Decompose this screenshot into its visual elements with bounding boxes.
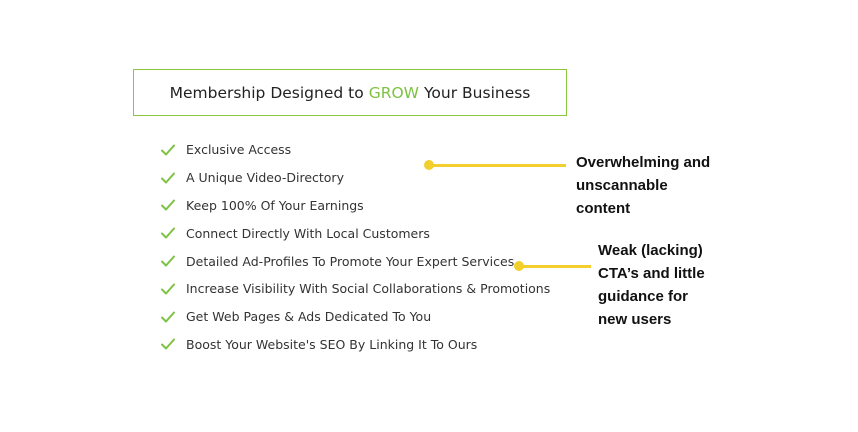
annotation-text-2: Weak (lacking) CTA’s and little guidance… bbox=[598, 239, 705, 331]
title-text-after: Your Business bbox=[424, 83, 531, 102]
feature-label: Keep 100% Of Your Earnings bbox=[186, 197, 364, 213]
feature-list: Exclusive Access A Unique Video-Director… bbox=[160, 136, 550, 358]
feature-item: Boost Your Website's SEO By Linking It T… bbox=[160, 331, 550, 359]
check-icon bbox=[161, 283, 175, 295]
feature-label: Exclusive Access bbox=[186, 142, 292, 158]
membership-title-box: Membership Designed to GROW Your Busines… bbox=[133, 69, 567, 116]
title-text-before: Membership Designed to bbox=[169, 83, 364, 102]
feature-label: Detailed Ad-Profiles To Promote Your Exp… bbox=[186, 253, 515, 269]
annotation-2-line: guidance for bbox=[598, 288, 689, 305]
annotation-text-1: Overwhelming and unscannable content bbox=[576, 151, 710, 220]
annotation-2-line: CTA’s and little bbox=[598, 265, 705, 282]
annotation-2-line: Weak (lacking) bbox=[598, 242, 703, 259]
check-icon bbox=[161, 338, 175, 350]
feature-item: Increase Visibility With Social Collabor… bbox=[160, 275, 550, 303]
feature-item: A Unique Video-Directory bbox=[160, 164, 550, 192]
check-icon bbox=[161, 311, 175, 323]
feature-label: Increase Visibility With Social Collabor… bbox=[186, 281, 551, 297]
feature-label: A Unique Video-Directory bbox=[186, 170, 344, 186]
feature-label: Get Web Pages & Ads Dedicated To You bbox=[186, 309, 432, 325]
check-icon bbox=[161, 227, 175, 239]
feature-item: Detailed Ad-Profiles To Promote Your Exp… bbox=[160, 247, 550, 275]
annotation-1-line: unscannable bbox=[576, 177, 668, 194]
feature-label: Boost Your Website's SEO By Linking It T… bbox=[186, 336, 478, 352]
title-highlight-grow: GROW bbox=[368, 83, 420, 102]
check-icon bbox=[161, 255, 175, 267]
annotation-line-2 bbox=[519, 264, 591, 268]
feature-item: Exclusive Access bbox=[160, 136, 550, 164]
feature-item: Keep 100% Of Your Earnings bbox=[160, 192, 550, 220]
check-icon bbox=[161, 144, 175, 156]
check-icon bbox=[161, 172, 175, 184]
annotation-1-line: content bbox=[576, 200, 631, 217]
annotation-line-1 bbox=[429, 163, 566, 167]
check-icon bbox=[161, 199, 175, 211]
feature-item: Connect Directly With Local Customers bbox=[160, 219, 550, 247]
annotation-2-line: new users bbox=[598, 311, 672, 328]
feature-item: Get Web Pages & Ads Dedicated To You bbox=[160, 303, 550, 331]
feature-label: Connect Directly With Local Customers bbox=[186, 225, 430, 241]
annotation-1-line: Overwhelming and bbox=[576, 154, 711, 171]
